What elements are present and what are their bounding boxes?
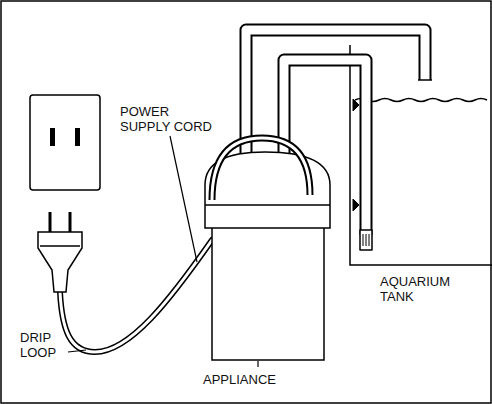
part-label: POWER SUPPLY CORD [120,104,220,134]
part-label: AQUARIUM TANK [380,274,470,304]
leader-lines [68,136,258,367]
power-cord [60,240,212,352]
wall-outlet [30,95,100,190]
part-label: APPLIANCE [203,372,323,387]
appliance-canister [205,138,330,360]
part-label: DRIP LOOP [20,330,66,360]
plug [38,212,82,292]
